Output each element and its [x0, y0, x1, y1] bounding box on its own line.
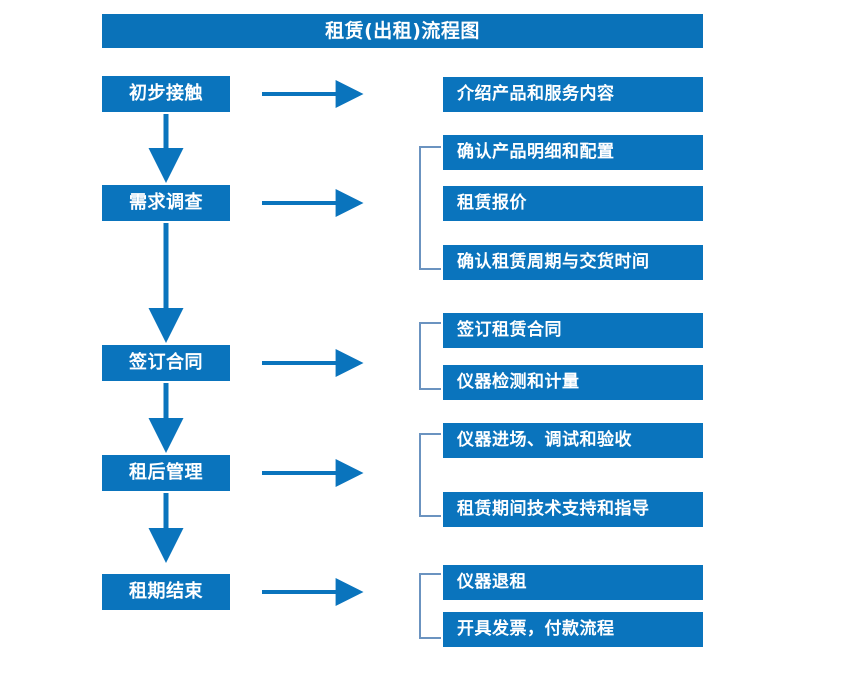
detail-box-instrument-entry-commissioning-acceptance[interactable]: 仪器进场、调试和验收: [443, 423, 703, 458]
detail-box-confirm-product-details-config[interactable]: 确认产品明细和配置: [443, 135, 703, 170]
detail-box-sign-rental-contract[interactable]: 签订租赁合同: [443, 313, 703, 348]
stage-box-post-rental-management[interactable]: 租后管理: [102, 455, 230, 491]
diagram-title: 租赁(出租)流程图: [102, 14, 703, 48]
bracket-group-end-of-term: [419, 573, 441, 639]
detail-box-introduce-products-services[interactable]: 介绍产品和服务内容: [443, 77, 703, 112]
stage-box-initial-contact[interactable]: 初步接触: [102, 76, 230, 112]
detail-box-confirm-rental-period-delivery[interactable]: 确认租赁周期与交货时间: [443, 245, 703, 280]
detail-box-rental-quotation[interactable]: 租赁报价: [443, 186, 703, 221]
detail-box-instrument-return[interactable]: 仪器退租: [443, 565, 703, 600]
detail-box-technical-support-during-rental[interactable]: 租赁期间技术支持和指导: [443, 492, 703, 527]
bracket-group-requirements: [419, 146, 441, 270]
bracket-group-post-rental: [419, 433, 441, 517]
stage-box-needs-survey[interactable]: 需求调查: [102, 185, 230, 221]
bracket-group-contract: [419, 322, 441, 390]
stage-box-sign-contract[interactable]: 签订合同: [102, 345, 230, 381]
detail-box-instrument-testing-metrology[interactable]: 仪器检测和计量: [443, 365, 703, 400]
stage-box-end-of-rental-term[interactable]: 租期结束: [102, 574, 230, 610]
detail-box-invoice-payment-process[interactable]: 开具发票，付款流程: [443, 612, 703, 647]
